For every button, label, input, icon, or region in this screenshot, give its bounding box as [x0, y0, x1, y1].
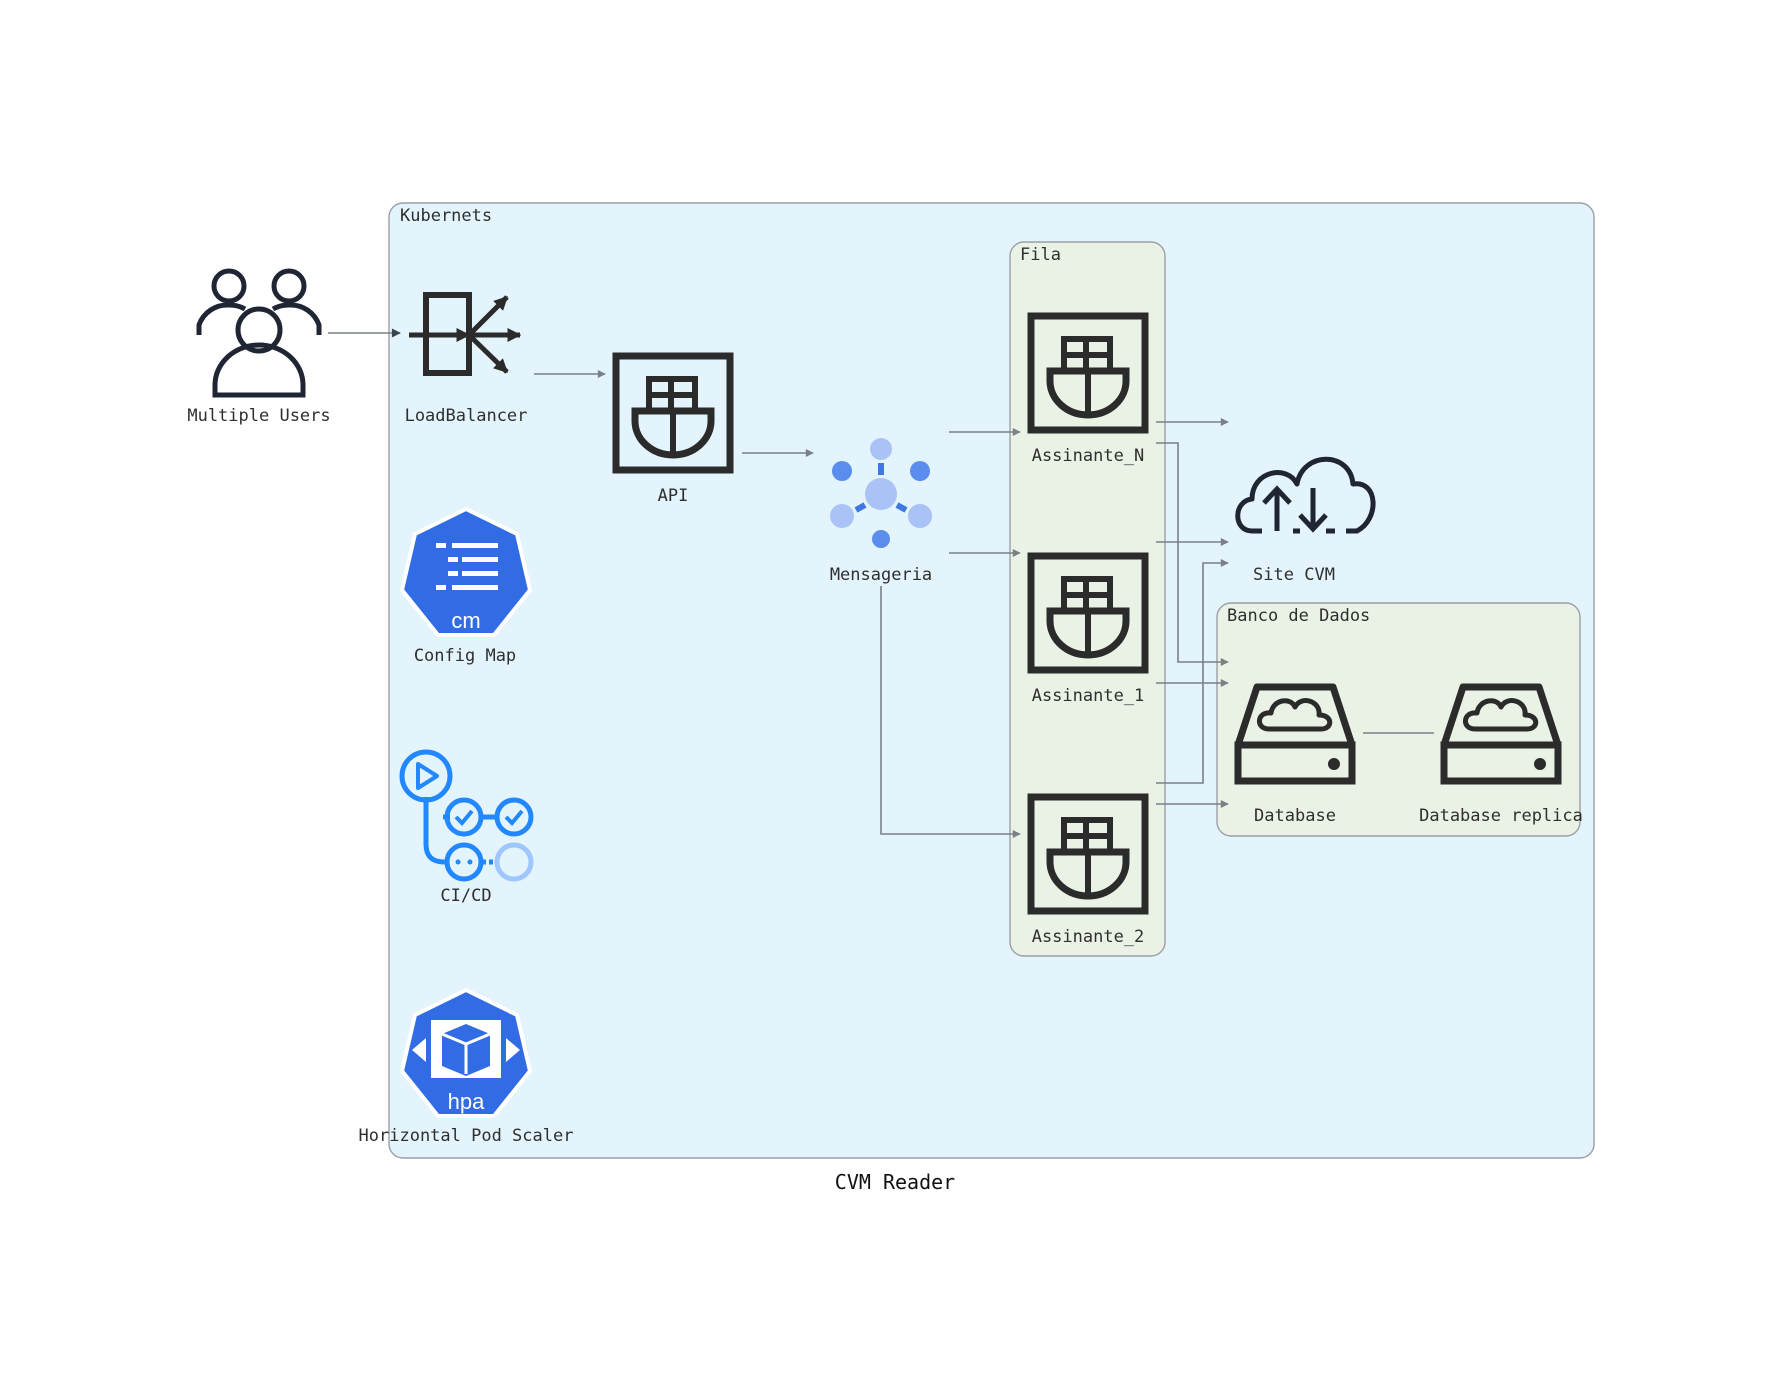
node-database[interactable]: Database — [1234, 683, 1356, 826]
cluster-queue-label: Fila — [1020, 245, 1061, 265]
node-subscriber-n[interactable]: Assinante_N — [1027, 312, 1149, 466]
messaging-label: Mensageria — [830, 565, 932, 585]
api-label: API — [658, 486, 689, 506]
cluster-database-label: Banco de Dados — [1227, 606, 1370, 626]
container-icon — [612, 352, 734, 474]
node-load-balancer[interactable]: LoadBalancer — [405, 292, 528, 426]
subscriber-2-label: Assinante_2 — [1032, 927, 1145, 947]
load-balancer-label: LoadBalancer — [405, 406, 528, 426]
cluster-database: Banco de Dados — [1216, 602, 1581, 837]
node-messaging[interactable]: Mensageria — [830, 438, 932, 585]
node-subscriber-1[interactable]: Assinante_1 — [1027, 552, 1149, 706]
container-icon — [1027, 312, 1149, 434]
config-map-icon: cm — [399, 506, 533, 637]
database-replica-label: Database replica — [1419, 806, 1583, 826]
node-hpa[interactable]: hpa Horizontal Pod Scaler — [359, 987, 574, 1146]
github-actions-icon — [399, 749, 534, 882]
container-icon — [1027, 793, 1149, 915]
node-config-map[interactable]: cm Config Map — [399, 506, 533, 666]
subscriber-1-label: Assinante_1 — [1032, 686, 1145, 706]
database-label: Database — [1254, 806, 1336, 826]
subscriber-n-label: Assinante_N — [1032, 446, 1145, 466]
database-cloud-icon — [1440, 683, 1562, 785]
cicd-label: CI/CD — [440, 886, 491, 906]
cloud-sync-icon — [1235, 456, 1376, 534]
node-subscriber-2[interactable]: Assinante_2 — [1027, 793, 1149, 947]
users-icon — [196, 268, 322, 398]
users-label: Multiple Users — [187, 406, 330, 426]
hpa-badge: hpa — [448, 1089, 485, 1114]
diagram-title: CVM Reader — [835, 1170, 955, 1194]
node-api[interactable]: API — [612, 352, 734, 506]
pubsub-icon — [830, 438, 932, 548]
node-database-replica[interactable]: Database replica — [1419, 683, 1583, 826]
node-site[interactable]: Site CVM — [1235, 456, 1376, 585]
node-cicd[interactable]: CI/CD — [399, 749, 534, 906]
hpa-icon: hpa — [399, 987, 533, 1118]
cluster-kubernetes: Kubernets — [388, 202, 1595, 1159]
container-icon — [1027, 552, 1149, 674]
database-cloud-icon — [1234, 683, 1356, 785]
hpa-label: Horizontal Pod Scaler — [359, 1126, 574, 1146]
edges — [328, 328, 1434, 838]
config-map-label: Config Map — [414, 646, 516, 666]
load-balancer-icon — [409, 292, 522, 376]
site-label: Site CVM — [1253, 565, 1335, 585]
edge-subscriber-2-site — [1156, 559, 1229, 784]
edge-messaging-subscriber-2 — [880, 586, 1021, 838]
node-users[interactable]: Multiple Users — [187, 268, 331, 426]
config-map-badge: cm — [451, 608, 480, 633]
cluster-kubernetes-label: Kubernets — [400, 206, 492, 226]
